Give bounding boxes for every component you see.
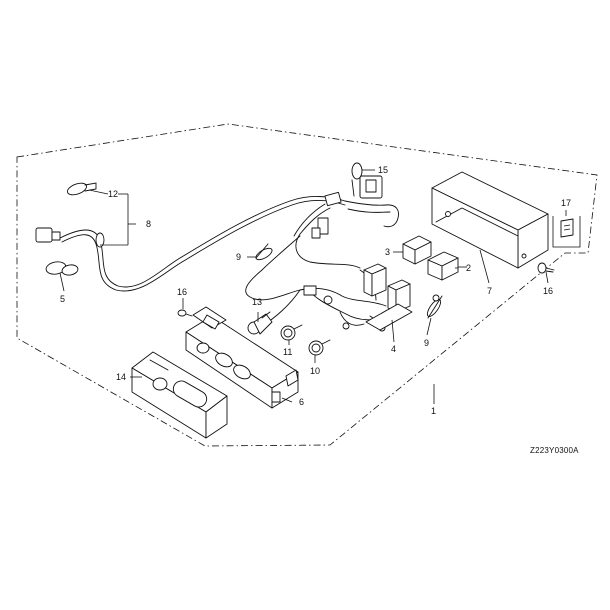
drawing-code: Z223Y0300A <box>530 446 579 455</box>
control-panel-6 <box>185 306 299 409</box>
callout-12: 12 <box>108 189 118 199</box>
callout-4: 4 <box>391 344 396 354</box>
assembly-boundary <box>16 123 598 447</box>
relay-3 <box>402 235 432 265</box>
callout-7: 7 <box>487 286 492 296</box>
relay-socket-4 <box>363 263 413 331</box>
callout-9-left: 9 <box>236 252 241 262</box>
callout-11: 11 <box>283 347 292 357</box>
screw-16-right <box>537 262 555 274</box>
callout-15: 15 <box>378 165 388 175</box>
clamp-15 <box>351 162 363 197</box>
callout-13: 13 <box>252 297 262 307</box>
label-17 <box>552 216 581 248</box>
wire-harness <box>35 175 401 332</box>
control-box-cover-7 <box>431 171 549 269</box>
switch-11 <box>280 324 303 341</box>
callout-14: 14 <box>116 372 126 382</box>
clamp-5 <box>45 261 79 276</box>
cable-tie-9-left <box>255 243 273 261</box>
relay-2 <box>427 251 459 281</box>
cable-tie-9-right <box>426 294 443 319</box>
callout-10: 10 <box>310 366 320 376</box>
leader-lines <box>59 169 567 404</box>
callout-1: 1 <box>431 406 436 416</box>
callout-17: 17 <box>561 198 571 208</box>
clamp-12 <box>66 182 105 248</box>
callout-5: 5 <box>60 294 65 304</box>
callout-2: 2 <box>466 263 471 273</box>
switch-13 <box>247 311 273 335</box>
label-plate-14 <box>131 351 228 439</box>
callout-6: 6 <box>299 397 304 407</box>
callout-3: 3 <box>385 247 390 257</box>
callout-9-right: 9 <box>424 338 429 348</box>
callout-16-left: 16 <box>177 287 187 297</box>
callout-16-right: 16 <box>543 286 553 296</box>
switch-10 <box>308 339 331 356</box>
screw-16-left <box>177 309 193 317</box>
callout-8: 8 <box>146 219 151 229</box>
